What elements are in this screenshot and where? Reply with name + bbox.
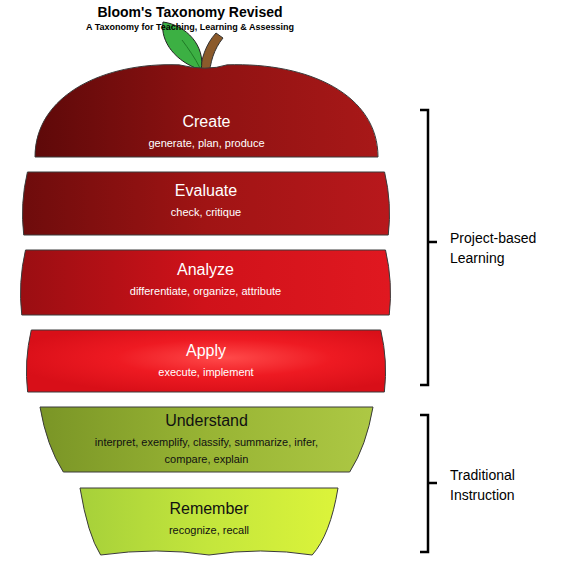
slice-texts: Apply execute, implement: [24, 341, 388, 381]
taxonomy-slice: Remember recognize, recall: [80, 488, 338, 555]
level-verbs: check, critique: [171, 204, 241, 221]
level-name: Analyze: [177, 260, 234, 280]
bracket: [420, 415, 437, 552]
level-verbs: recognize, recall: [169, 522, 249, 539]
apple-slice-shape: [80, 488, 338, 555]
slice-graphic: [20, 172, 392, 235]
taxonomy-slice: Understand interpret, exemplify, classify…: [40, 407, 373, 472]
apple-slice-shape: [22, 172, 389, 235]
bracket-label: Project-based Learning: [450, 228, 550, 268]
slice-texts: Analyze differentiate, organize, attribut…: [18, 260, 393, 300]
level-name: Evaluate: [175, 181, 237, 201]
slice-texts: Understand interpret, exemplify, classify…: [40, 411, 373, 468]
level-name: Apply: [186, 341, 226, 361]
bracket-label: Traditional Instruction: [450, 465, 550, 505]
level-name: Understand: [165, 411, 248, 431]
slice-texts: Evaluate check, critique: [20, 181, 392, 221]
taxonomy-slice: Create generate, plan, produce: [35, 62, 378, 157]
taxonomy-slice: Evaluate check, critique: [20, 172, 392, 235]
leaf-vein: [182, 40, 200, 68]
level-verbs: interpret, exemplify, classify, summariz…: [92, 434, 322, 468]
apple-slice-shape: [21, 250, 391, 315]
diagram-title: Bloom's Taxonomy Revised: [0, 3, 380, 21]
slice-graphic: [80, 488, 338, 555]
slice-texts: Remember recognize, recall: [80, 499, 338, 539]
apple-slice-shape: [35, 65, 378, 157]
slice-graphic: [18, 250, 393, 315]
apple-slice-shape: [40, 407, 373, 472]
level-name: Create: [182, 112, 230, 132]
level-verbs: generate, plan, produce: [148, 135, 264, 152]
bracket: [420, 110, 437, 385]
slice-texts: Create generate, plan, produce: [35, 112, 378, 152]
level-name: Remember: [169, 499, 248, 519]
subtitle: A Taxonomy for Teaching, Learning & Asse…: [0, 22, 380, 33]
taxonomy-slice: Analyze differentiate, organize, attribut…: [18, 250, 393, 315]
apple-slice-shape: [26, 330, 385, 392]
level-verbs: execute, implement: [158, 364, 253, 381]
level-verbs: differentiate, organize, attribute: [130, 283, 281, 300]
taxonomy-slice: Apply execute, implement: [24, 330, 388, 392]
slice-graphic: [24, 330, 388, 392]
